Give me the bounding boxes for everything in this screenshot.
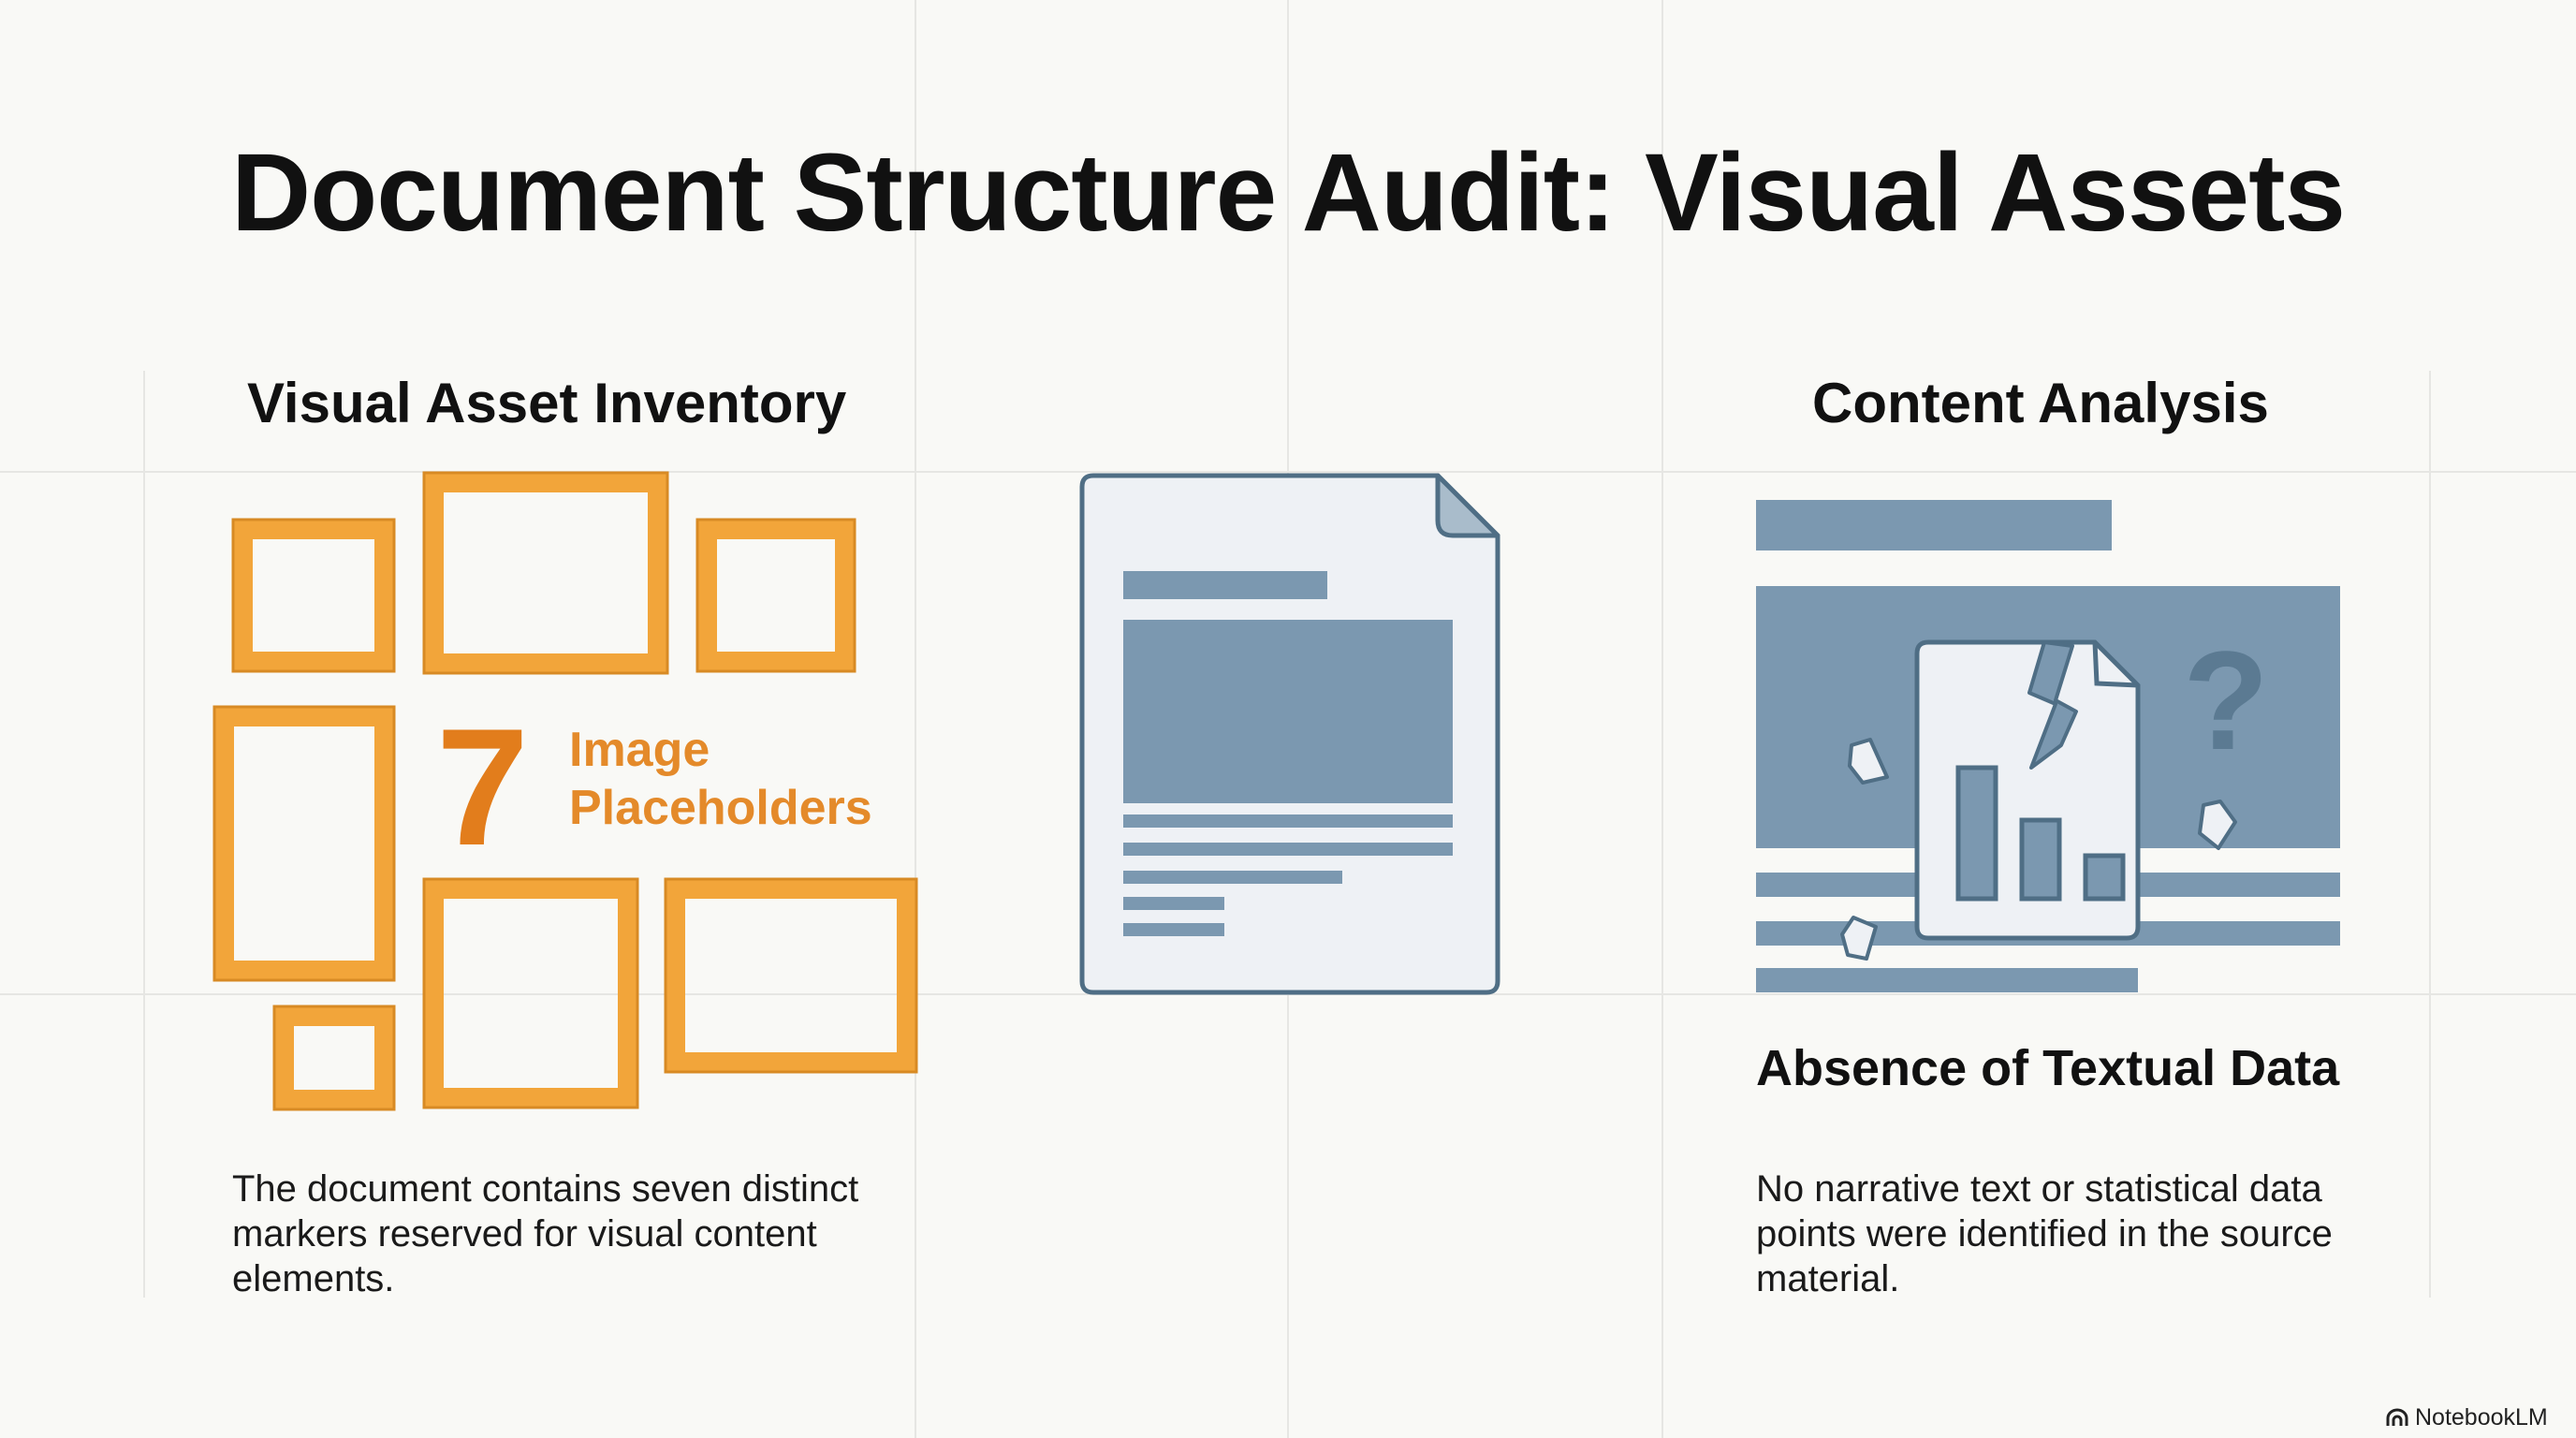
placeholder-label-line2: Placeholders — [569, 781, 872, 835]
image-placeholder-frame — [666, 880, 915, 1071]
visual-asset-description: The document contains seven distinct mar… — [232, 1168, 859, 1299]
document-icon — [1079, 473, 1500, 995]
placeholder-count: 7 — [436, 694, 529, 880]
image-placeholder-frame — [698, 521, 854, 670]
placeholder-count-label: Image Placeholders — [569, 721, 872, 837]
notebooklm-branding: NotebookLM — [2385, 1404, 2548, 1431]
broken-document-icon: ? — [1756, 500, 2340, 992]
brand-text: NotebookLM — [2415, 1404, 2548, 1431]
image-placeholder-frame — [425, 474, 666, 672]
visual-asset-inventory-heading: Visual Asset Inventory — [247, 372, 847, 434]
question-mark-icon: ? — [2183, 622, 2269, 779]
image-placeholder-frame — [275, 1007, 393, 1108]
image-placeholder-frame — [425, 880, 637, 1107]
content-analysis-heading: Content Analysis — [1812, 372, 2269, 434]
placeholder-label-line1: Image — [569, 723, 710, 777]
page-title: Document Structure Audit: Visual Assets — [230, 131, 2346, 255]
image-placeholder-frame — [215, 708, 393, 979]
absence-of-textual-data-heading: Absence of Textual Data — [1756, 1040, 2340, 1096]
content-analysis-description: No narrative text or statistical data po… — [1756, 1168, 2333, 1299]
notebooklm-logo-icon — [2386, 1408, 2408, 1426]
image-placeholder-frames — [212, 471, 918, 1111]
image-placeholder-frame — [234, 521, 393, 670]
